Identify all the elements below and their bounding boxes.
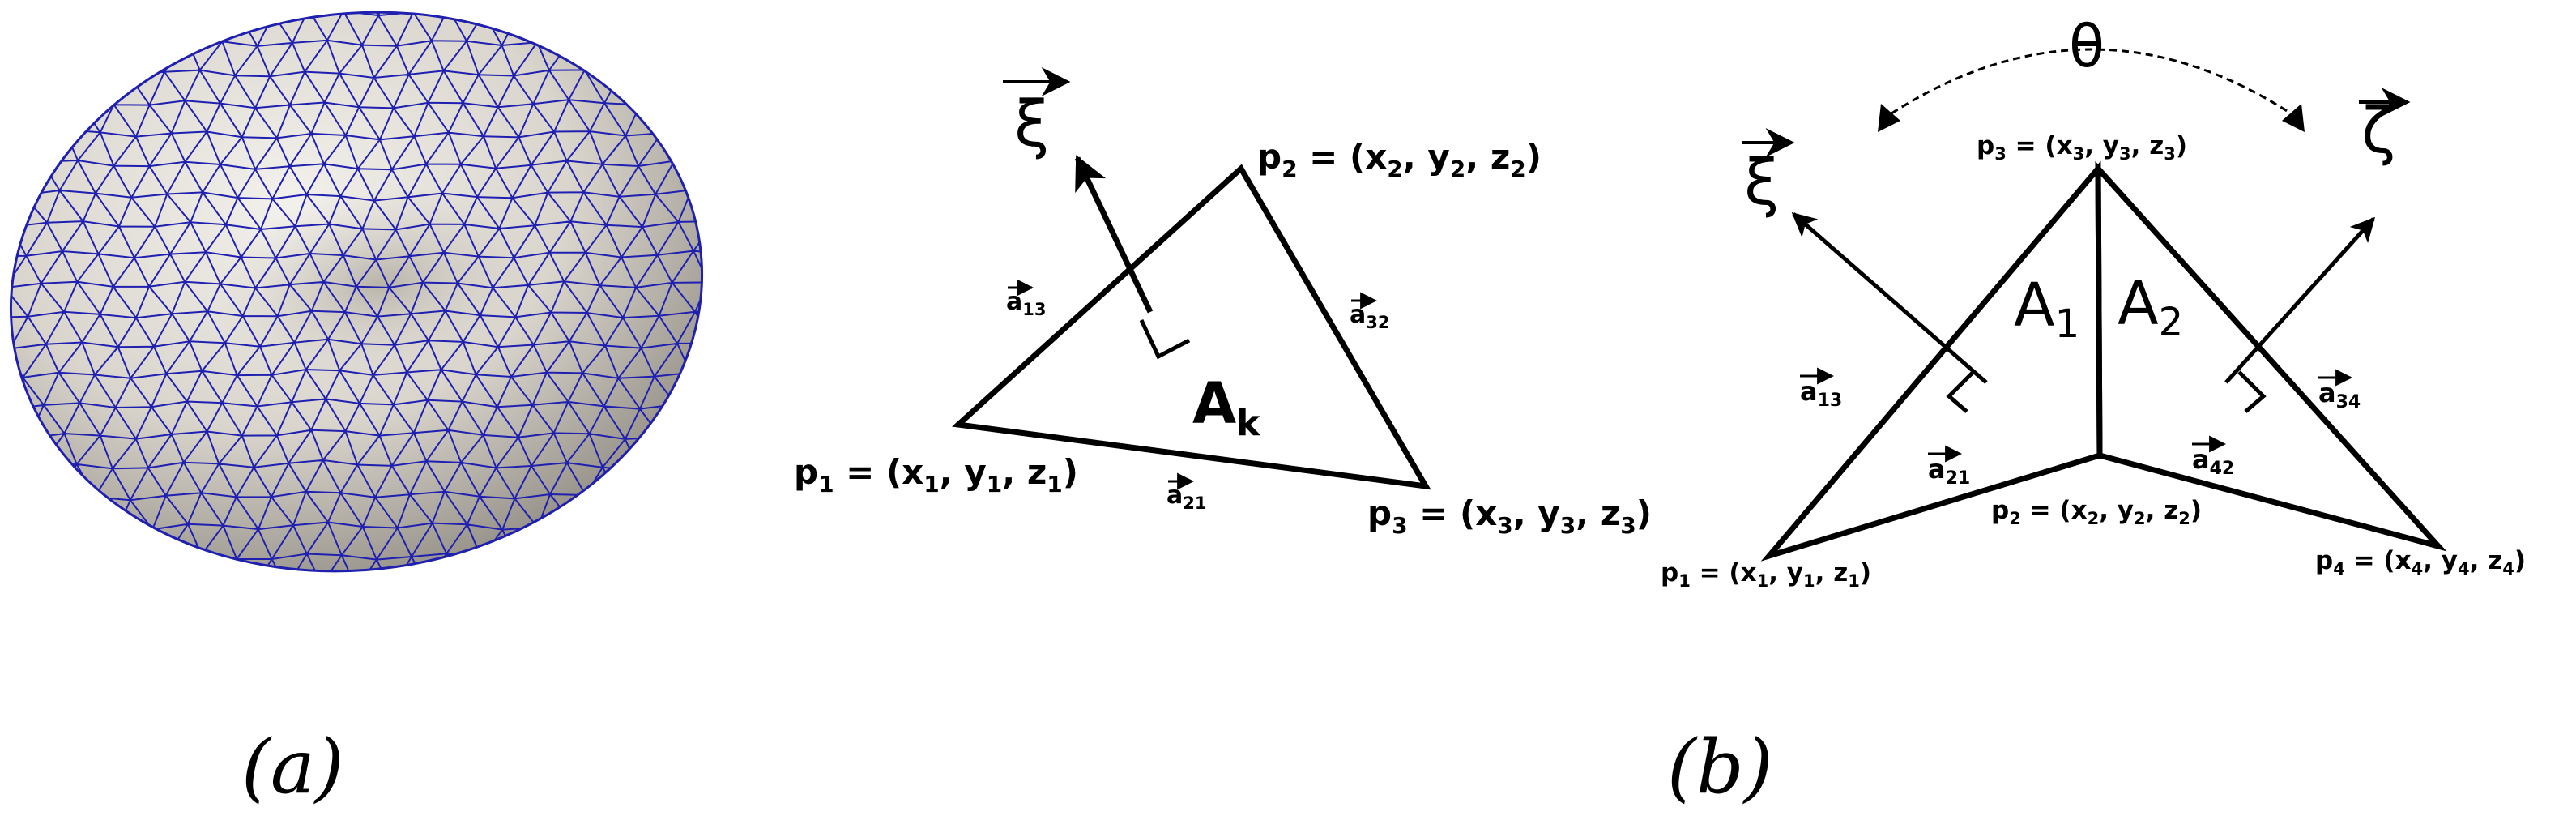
right-angle-mark: [1139, 318, 1191, 360]
normal-arrow-zeta: [2224, 216, 2376, 384]
caption-b: (b): [1667, 724, 1773, 810]
vertex-label-p1-b: p1 = (x1, y1, z1): [1661, 558, 1871, 591]
edge-label-a13: a13: [1006, 279, 1046, 319]
edge-label-a21-b: a21: [1928, 445, 1970, 489]
normal-arrow-xi: [1074, 155, 1154, 314]
svg-text:a21: a21: [1166, 481, 1206, 513]
vertex-label-p2-b: p2 = (x2, y2, z2): [1991, 496, 2202, 528]
area-label-ak: Ak: [1192, 370, 1261, 444]
vertex-label-p3: p3 = (x3, y3, z3): [1367, 493, 1652, 539]
dihedral-angle-arc: [1891, 48, 2292, 115]
caption-a: (a): [241, 724, 344, 810]
panel-a: (a): [0, 0, 735, 810]
right-angle-mark-xi: [1946, 370, 1975, 413]
vertex-label-p2: p2 = (x2, y2, z2): [1257, 137, 1542, 182]
area-label-a2: A2: [2118, 269, 2183, 345]
panel-b-triangle: ξ Ak p2 = (x2, y2, z2) p1 = (x1, y1, z1)…: [794, 67, 1652, 539]
panel-b-pair: θ ξ ζ A1 A2 p3 = (x3, y3, z3) p1 = (x1, …: [1661, 12, 2526, 810]
cell-surface-mesh: [0, 0, 735, 596]
edge-label-a32: a32: [1350, 292, 1389, 332]
cell-outline: [9, 11, 704, 573]
area-label-a1: A1: [2014, 271, 2079, 347]
vertex-label-p1: p1 = (x1, y1, z1): [794, 452, 1078, 498]
xi-symbol: ξ: [1014, 88, 1050, 161]
svg-text:a21: a21: [1928, 454, 1970, 489]
edge-label-a42-b: a42: [2192, 435, 2234, 479]
zeta-symbol: ζ: [2361, 95, 2395, 168]
xi-symbol-2: ξ: [1744, 147, 1780, 220]
svg-text:a13: a13: [1006, 288, 1046, 319]
svg-text:a13: a13: [1800, 376, 1842, 411]
dihedral-arc-head-left: [1878, 104, 1900, 132]
vertex-label-p3-b: p3 = (x3, y3, z3): [1977, 131, 2187, 164]
svg-text:a34: a34: [2318, 378, 2361, 412]
right-angle-mark-zeta: [2237, 370, 2267, 413]
triangle-a2: [2095, 160, 2447, 552]
svg-text:a32: a32: [1350, 301, 1389, 332]
edge-label-a21: a21: [1166, 472, 1206, 513]
theta-symbol: θ: [2069, 12, 2105, 80]
svg-text:a42: a42: [2192, 444, 2234, 479]
cell-dimple: [212, 183, 549, 384]
triangle-k: [952, 164, 1431, 490]
edge-label-a34-b: a34: [2318, 369, 2361, 412]
vertex-label-p4-b: p4 = (x4, y4, z4): [2315, 546, 2526, 579]
dihedral-arc-head-right: [2282, 104, 2305, 132]
normal-arrow-xi-2: [1791, 212, 1988, 384]
edge-label-a13-b: a13: [1800, 367, 1842, 411]
